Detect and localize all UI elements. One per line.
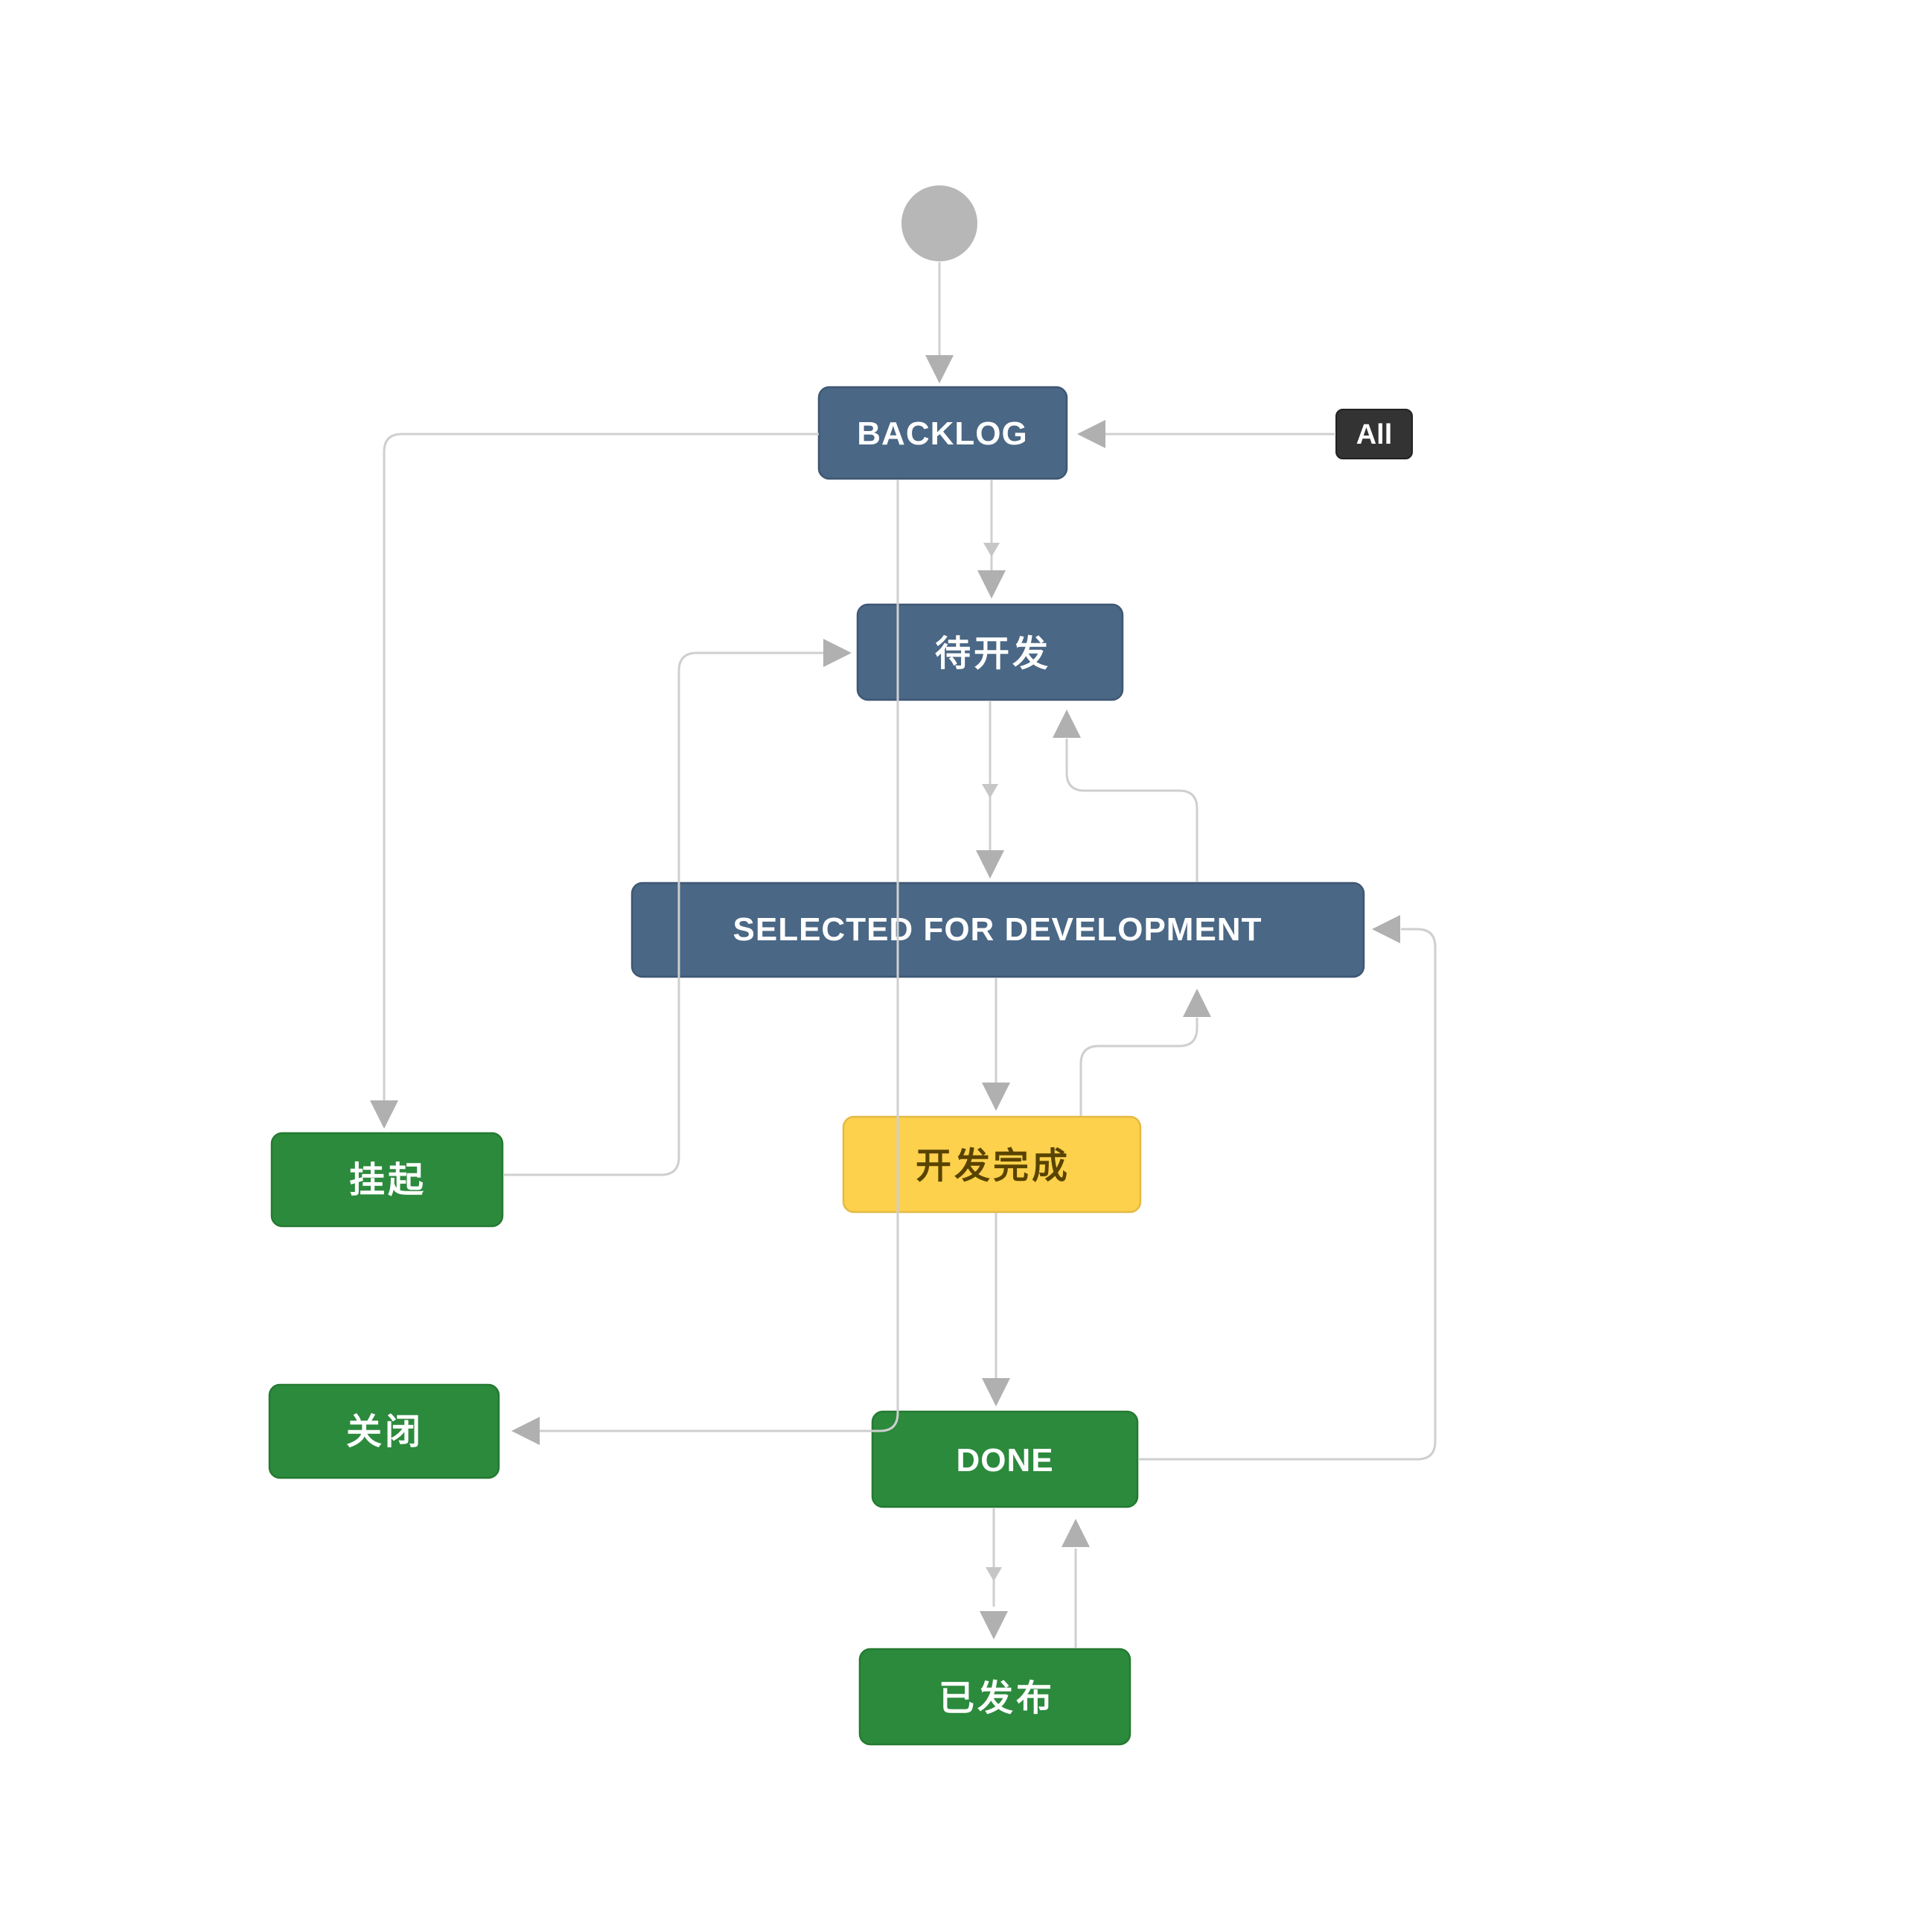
arrowhead-down-icon — [982, 1378, 1010, 1406]
arrowhead-right-icon — [823, 639, 852, 667]
status-node-todev-label: 待开发 — [935, 634, 1051, 674]
status-node-suspend-box[interactable] — [270, 1132, 504, 1228]
transition-devdone-to-done — [982, 1213, 1010, 1406]
status-node-done-label: DONE — [956, 1442, 1053, 1479]
edge-line — [504, 651, 840, 1176]
status-node-todev[interactable]: 待开发 — [856, 603, 1124, 701]
arrowhead-up-icon — [1062, 1519, 1090, 1547]
start-node-circle[interactable] — [901, 185, 977, 261]
transition-selected-to-devdone — [982, 978, 1010, 1111]
status-node-done-box[interactable] — [871, 1410, 1139, 1508]
transition-start-to-backlog — [925, 262, 954, 383]
arrowhead-down-icon — [370, 1100, 398, 1129]
mid-arrow-marker-icon — [982, 784, 998, 798]
status-node-selected-for-development[interactable]: SELECTED FOR DEVELOPMENT — [631, 881, 1365, 978]
status-node-todev-box[interactable] — [856, 603, 1124, 701]
transition-backlog-to-close — [511, 479, 899, 1445]
mid-arrow-marker-icon — [986, 1567, 1002, 1581]
status-node-close-box[interactable] — [268, 1383, 500, 1479]
status-node-backlog-label: BACKLOG — [857, 415, 1027, 452]
all-statuses-badge-label: All — [1356, 419, 1393, 450]
status-node-close-label: 关闭 — [346, 1412, 424, 1452]
transition-done-to-selected — [1139, 915, 1437, 1461]
arrowhead-left-icon — [511, 1417, 540, 1445]
status-node-released[interactable]: 已发布 — [858, 1648, 1131, 1746]
transition-done-to-released — [980, 1508, 1008, 1639]
status-node-devdone[interactable]: 开发完成 — [842, 1115, 1142, 1214]
status-node-released-box[interactable] — [858, 1648, 1131, 1746]
edge-line — [1079, 1018, 1198, 1116]
status-nodes: BACKLOG 待开发 SELECTED FOR DEVELOPMENT 开发完… — [268, 185, 1413, 1746]
transition-selected-to-todev — [1053, 710, 1198, 882]
all-statuses-badge[interactable]: All — [1335, 409, 1413, 459]
transition-released-to-done — [1062, 1519, 1090, 1648]
status-node-devdone-box[interactable] — [842, 1115, 1142, 1214]
edge-line — [1065, 739, 1198, 882]
status-node-close[interactable]: 关闭 — [268, 1383, 500, 1479]
transition-edges — [370, 262, 1437, 1648]
status-node-released-label: 已发布 — [939, 1679, 1055, 1718]
start-node[interactable] — [901, 185, 977, 261]
arrowhead-left-icon — [1077, 420, 1105, 448]
arrowhead-up-icon — [1053, 710, 1081, 738]
all-statuses-badge-box[interactable] — [1335, 409, 1413, 459]
transition-backlog-to-todev — [977, 479, 1006, 599]
status-node-backlog[interactable]: BACKLOG — [817, 386, 1068, 480]
status-node-selected-label: SELECTED FOR DEVELOPMENT — [733, 911, 1263, 948]
arrowhead-up-icon — [1183, 989, 1211, 1017]
arrowhead-down-icon — [977, 570, 1006, 599]
edge-line — [523, 479, 899, 1432]
arrowhead-down-icon — [980, 1611, 1008, 1639]
transition-todev-to-selected — [976, 701, 1004, 879]
edge-line — [383, 433, 819, 1115]
transition-devdone-to-selected — [1079, 989, 1211, 1116]
arrowhead-down-icon — [982, 1083, 1010, 1111]
arrowhead-left-icon — [1372, 915, 1400, 943]
status-node-devdone-label: 开发完成 — [916, 1147, 1070, 1186]
transition-suspend-to-todev — [504, 639, 852, 1176]
status-node-selected-box[interactable] — [631, 881, 1365, 978]
arrowhead-down-icon — [976, 850, 1004, 879]
edge-line — [1139, 928, 1437, 1461]
status-node-suspend-label: 挂起 — [349, 1161, 427, 1200]
transition-backlog-to-suspend — [370, 433, 819, 1129]
transition-all-to-backlog — [1077, 420, 1335, 448]
arrowhead-down-icon — [925, 355, 954, 383]
status-node-done[interactable]: DONE — [871, 1410, 1139, 1508]
mid-arrow-marker-icon — [983, 543, 1000, 557]
status-node-suspend[interactable]: 挂起 — [270, 1132, 504, 1228]
